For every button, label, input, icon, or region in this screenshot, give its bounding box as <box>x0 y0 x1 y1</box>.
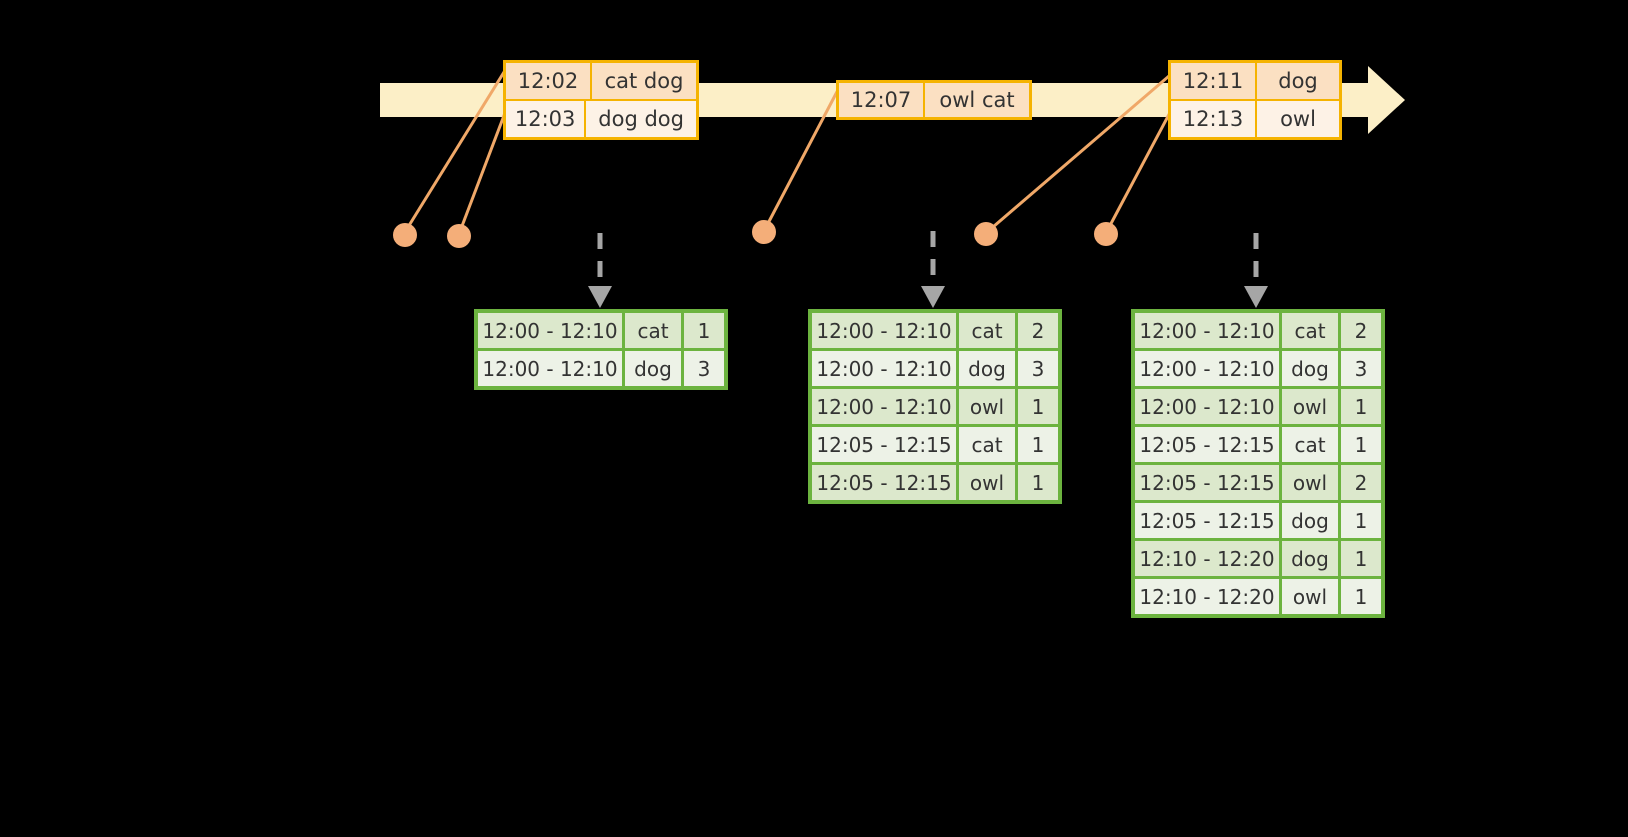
cell-word: cat <box>625 313 681 348</box>
cell-count: 2 <box>1018 313 1058 348</box>
emit-arrow-1 <box>588 233 612 308</box>
cell-word: dog <box>1282 503 1338 538</box>
cell-count: 3 <box>1018 351 1058 386</box>
emit-arrow-2 <box>921 231 945 308</box>
cell-count: 1 <box>1341 541 1381 576</box>
cell-count: 1 <box>1018 465 1058 500</box>
cell-word: owl <box>1282 579 1338 614</box>
event-time: 12:07 <box>839 83 925 117</box>
event-group-2[interactable]: 12:07 owl cat <box>836 80 1032 120</box>
cell-window: 12:00 - 12:10 <box>1135 389 1279 424</box>
event-group-3[interactable]: 12:11 dog 12:13 owl <box>1168 60 1342 140</box>
emit-arrow-3 <box>1244 233 1268 308</box>
cell-window: 12:00 - 12:10 <box>812 351 956 386</box>
event-dots <box>393 220 1118 248</box>
event-dot-1 <box>393 223 417 247</box>
event-words: owl <box>1257 101 1339 137</box>
cell-window: 12:00 - 12:10 <box>478 313 622 348</box>
event-words: cat dog <box>592 63 696 99</box>
cell-word: owl <box>1282 465 1338 500</box>
event-group-1[interactable]: 12:02 cat dog 12:03 dog dog <box>503 60 699 140</box>
cell-window: 12:10 - 12:20 <box>1135 541 1279 576</box>
connector-line-1 <box>403 63 511 233</box>
event-row[interactable]: 12:03 dog dog <box>506 99 696 137</box>
cell-count: 1 <box>684 313 724 348</box>
cell-count: 3 <box>684 351 724 386</box>
cell-word: dog <box>1282 541 1338 576</box>
event-dot-5 <box>1094 222 1118 246</box>
cell-window: 12:05 - 12:15 <box>1135 465 1279 500</box>
cell-count: 1 <box>1341 503 1381 538</box>
cell-count: 1 <box>1018 427 1058 462</box>
cell-window: 12:05 - 12:15 <box>1135 503 1279 538</box>
cell-word: dog <box>1282 351 1338 386</box>
cell-word: cat <box>959 427 1015 462</box>
cell-word: owl <box>959 465 1015 500</box>
event-time: 12:11 <box>1171 63 1257 99</box>
event-dot-2 <box>447 224 471 248</box>
cell-window: 12:00 - 12:10 <box>478 351 622 386</box>
cell-count: 1 <box>1341 579 1381 614</box>
cell-word: cat <box>959 313 1015 348</box>
cell-word: cat <box>1282 313 1338 348</box>
cell-window: 12:00 - 12:10 <box>1135 313 1279 348</box>
cell-count: 2 <box>1341 465 1381 500</box>
event-words: dog dog <box>586 101 696 137</box>
cell-count: 2 <box>1341 313 1381 348</box>
event-row[interactable]: 12:07 owl cat <box>839 83 1029 117</box>
cell-window: 12:00 - 12:10 <box>812 389 956 424</box>
cell-window: 12:05 - 12:15 <box>812 427 956 462</box>
event-time: 12:13 <box>1171 101 1257 137</box>
event-dot-4 <box>974 222 998 246</box>
event-row[interactable]: 12:02 cat dog <box>506 63 696 99</box>
cell-window: 12:05 - 12:15 <box>812 465 956 500</box>
event-time: 12:02 <box>506 63 592 99</box>
connector-line-5 <box>1104 104 1176 234</box>
connector-line-2 <box>457 104 510 235</box>
event-dot-3 <box>752 220 776 244</box>
cell-word: owl <box>959 389 1015 424</box>
cell-window: 12:00 - 12:10 <box>812 313 956 348</box>
event-time: 12:03 <box>506 101 587 137</box>
connector-line-3 <box>762 85 842 232</box>
event-words: owl cat <box>925 83 1029 117</box>
cell-window: 12:00 - 12:10 <box>1135 351 1279 386</box>
cell-window: 12:10 - 12:20 <box>1135 579 1279 614</box>
event-row[interactable]: 12:13 owl <box>1171 99 1339 137</box>
cell-word: cat <box>1282 427 1338 462</box>
cell-word: dog <box>625 351 681 386</box>
cell-word: dog <box>959 351 1015 386</box>
event-row[interactable]: 12:11 dog <box>1171 63 1339 99</box>
cell-count: 3 <box>1341 351 1381 386</box>
emit-arrows <box>588 231 1268 308</box>
cell-count: 1 <box>1018 389 1058 424</box>
cell-count: 1 <box>1341 389 1381 424</box>
cell-count: 1 <box>1341 427 1381 462</box>
cell-window: 12:05 - 12:15 <box>1135 427 1279 462</box>
event-words: dog <box>1257 63 1339 99</box>
cell-word: owl <box>1282 389 1338 424</box>
